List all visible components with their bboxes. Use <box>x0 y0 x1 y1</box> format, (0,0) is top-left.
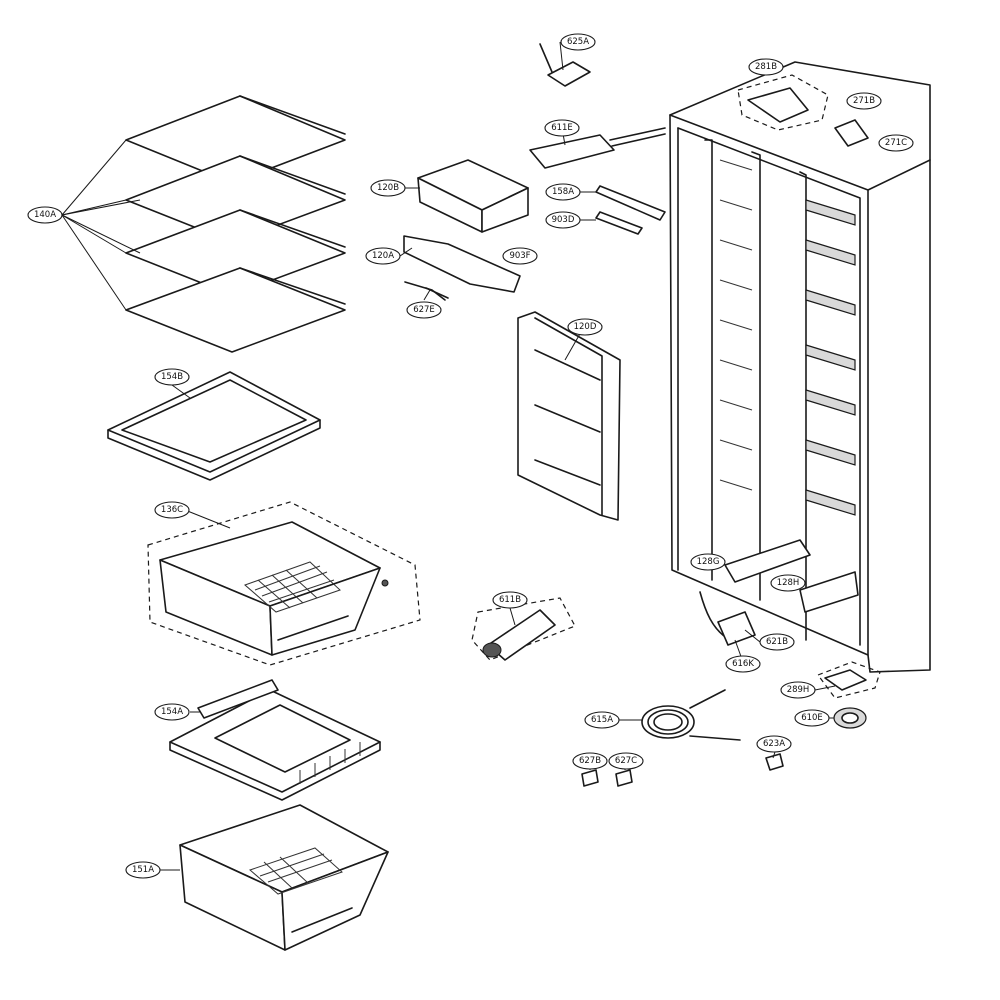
callout-120d[interactable]: 120D <box>567 318 603 336</box>
refrigerator-cabinet <box>669 61 931 699</box>
callout-621b[interactable]: 621B <box>759 633 795 651</box>
svg-text:625A: 625A <box>567 37 589 47</box>
svg-text:611E: 611E <box>551 123 573 133</box>
svg-text:128G: 128G <box>697 557 720 567</box>
water-filter <box>471 597 576 661</box>
snack-pan <box>169 679 381 801</box>
valve-seal <box>833 707 867 729</box>
svg-text:281B: 281B <box>755 62 777 72</box>
svg-text:128H: 128H <box>777 578 800 588</box>
callout-627b[interactable]: 627B <box>572 752 608 770</box>
svg-text:627E: 627E <box>413 305 435 315</box>
callout-623a[interactable]: 623A <box>756 735 792 753</box>
callout-120b[interactable]: 120B <box>370 179 406 197</box>
ice-maker-heater <box>529 127 666 169</box>
callout-611b[interactable]: 611B <box>492 591 528 609</box>
crisper-drawer <box>147 501 421 666</box>
callout-271c[interactable]: 271C <box>878 134 914 152</box>
callout-136c[interactable]: 136C <box>154 501 190 519</box>
svg-text:611B: 611B <box>499 595 521 605</box>
callout-903f[interactable]: 903F <box>502 247 538 265</box>
svg-text:627C: 627C <box>615 756 637 766</box>
callout-128g[interactable]: 128G <box>690 553 726 571</box>
svg-text:903D: 903D <box>552 215 575 225</box>
callout-120a[interactable]: 120A <box>365 247 401 265</box>
svg-text:154A: 154A <box>161 707 183 717</box>
svg-text:621B: 621B <box>766 637 788 647</box>
water-tube-coil <box>641 689 741 741</box>
svg-text:136C: 136C <box>161 505 183 515</box>
callout-158a[interactable]: 158A <box>545 183 581 201</box>
cabinet-shelf-rails <box>805 199 856 516</box>
callout-154b[interactable]: 154B <box>154 368 190 386</box>
svg-text:120D: 120D <box>574 322 597 332</box>
callout-616k[interactable]: 616K <box>725 655 761 673</box>
callout-610e[interactable]: 610E <box>794 709 830 727</box>
callout-151a[interactable]: 151A <box>125 861 161 879</box>
callout-140a[interactable]: 140A <box>27 206 63 224</box>
callout-615a[interactable]: 615A <box>584 711 620 729</box>
svg-text:271B: 271B <box>853 96 875 106</box>
ice-maker-bracket <box>539 43 591 87</box>
glass-shelf-3 <box>125 209 346 296</box>
svg-text:140A: 140A <box>34 210 56 220</box>
ice-tray-rail <box>595 185 666 235</box>
svg-text:610E: 610E <box>801 713 823 723</box>
callout-611e[interactable]: 611E <box>544 119 580 137</box>
svg-text:615A: 615A <box>591 715 613 725</box>
callout-903d[interactable]: 903D <box>545 211 581 229</box>
svg-text:120B: 120B <box>377 183 399 193</box>
svg-text:616K: 616K <box>732 659 754 669</box>
svg-text:120A: 120A <box>372 251 394 261</box>
callout-289h[interactable]: 289H <box>780 681 816 699</box>
lower-drawer <box>179 804 389 951</box>
svg-text:627B: 627B <box>579 756 601 766</box>
clip-623a <box>765 753 784 771</box>
callout-625a[interactable]: 625A <box>560 33 596 51</box>
ice-maker-cover <box>403 235 521 301</box>
svg-text:271C: 271C <box>885 138 907 148</box>
clip-627b <box>581 769 599 787</box>
svg-text:623A: 623A <box>763 739 785 749</box>
svg-text:154B: 154B <box>161 372 183 382</box>
ice-chute-door <box>517 311 621 521</box>
glass-shelf-4 <box>125 267 346 353</box>
glass-shelf-1 <box>125 95 346 184</box>
svg-text:151A: 151A <box>132 865 154 875</box>
clip-627c <box>615 769 633 787</box>
glass-shelves <box>125 95 346 353</box>
callout-627c[interactable]: 627C <box>608 752 644 770</box>
callout-627e[interactable]: 627E <box>406 301 442 319</box>
svg-text:903F: 903F <box>509 251 530 261</box>
svg-text:289H: 289H <box>787 685 810 695</box>
callouts: 625A 281B 271B 271C 611E 120B 158A 903D … <box>27 33 914 879</box>
callout-154a[interactable]: 154A <box>154 703 190 721</box>
callout-271b[interactable]: 271B <box>846 92 882 110</box>
svg-text:158A: 158A <box>552 187 574 197</box>
shelf-frame <box>107 371 321 481</box>
callout-128h[interactable]: 128H <box>770 574 806 592</box>
ice-maker-housing <box>417 159 529 233</box>
callout-281b[interactable]: 281B <box>748 58 784 76</box>
